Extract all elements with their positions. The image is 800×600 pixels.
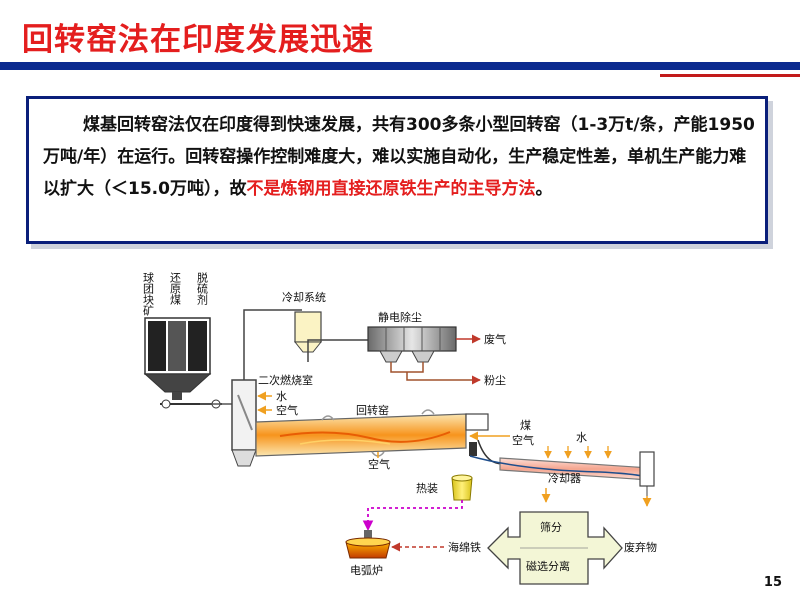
- cooling-system-label: 冷却系统: [282, 291, 326, 304]
- cooler: [469, 451, 655, 496]
- water-label-1: 水: [276, 390, 287, 403]
- magnetic-separation-label: 磁选分离: [526, 559, 570, 573]
- air-label-1: 空气: [276, 403, 298, 417]
- feed-label-pellet: 球团块矿: [142, 271, 155, 317]
- hot-charging-bucket: [451, 474, 473, 501]
- coal-label: 煤: [520, 419, 531, 432]
- waste-gas-label: 废气: [484, 332, 506, 346]
- air-label-3: 空气: [512, 433, 534, 447]
- rotary-kiln-label: 回转窑: [356, 403, 389, 417]
- precipitator-label: 静电除尘: [378, 310, 422, 324]
- info-text-highlight: 不是炼钢用直接还原铁生产的主导方法: [246, 179, 536, 199]
- page-number: 15: [763, 575, 782, 590]
- feed-hoppers: [143, 317, 241, 409]
- hot-charging-path: [362, 500, 463, 532]
- info-text-end: 。: [535, 179, 553, 199]
- dust-pipe: [390, 362, 424, 373]
- pipe-to-precipitator: [307, 339, 368, 362]
- hot-charging-label: 热装: [416, 482, 438, 495]
- separation-block: [487, 511, 623, 585]
- sponge-iron-label: 海绵铁: [448, 540, 481, 554]
- water-label-2: 水: [576, 431, 587, 444]
- water-arrows-down: [544, 446, 612, 459]
- slide-title: 回转窑法在印度发展迅速: [22, 22, 374, 58]
- dust-arrow: [406, 372, 481, 385]
- screening-label: 筛分: [540, 520, 562, 534]
- info-text: 煤基回转窑法仅在印度得到快速发展，共有300多条小型回转窑（1-3万t/条，产能…: [43, 109, 755, 205]
- rotary-kiln: [255, 409, 489, 457]
- feed-label-coal: 还原煤: [169, 272, 182, 306]
- waste-label: 废弃物: [624, 540, 657, 554]
- flue-pipe-up: [243, 309, 302, 380]
- electric-arc-furnace: [345, 530, 391, 559]
- title-rule-red: [660, 74, 800, 77]
- info-text-main: 煤基回转窑法仅在印度得到快速发展，共有300多条小型回转窑（1-3万t/条，产能…: [43, 115, 755, 199]
- title-rule-blue: [0, 62, 800, 70]
- electrostatic-precipitator: [367, 326, 457, 363]
- cooling-system-unit: [293, 311, 323, 362]
- dust-label: 粉尘: [484, 374, 506, 387]
- secondary-combustion-chamber: [231, 379, 257, 467]
- feed-label-desulfurizer: 脱硫剂: [196, 271, 209, 306]
- air-label-2: 空气: [368, 457, 390, 471]
- secondary-combustion-label: 二次燃烧室: [258, 373, 313, 387]
- electric-arc-furnace-label: 电弧炉: [350, 563, 383, 577]
- cooler-label: 冷却器: [548, 472, 581, 485]
- info-box: 煤基回转窑法仅在印度得到快速发展，共有300多条小型回转窑（1-3万t/条，产能…: [26, 96, 768, 244]
